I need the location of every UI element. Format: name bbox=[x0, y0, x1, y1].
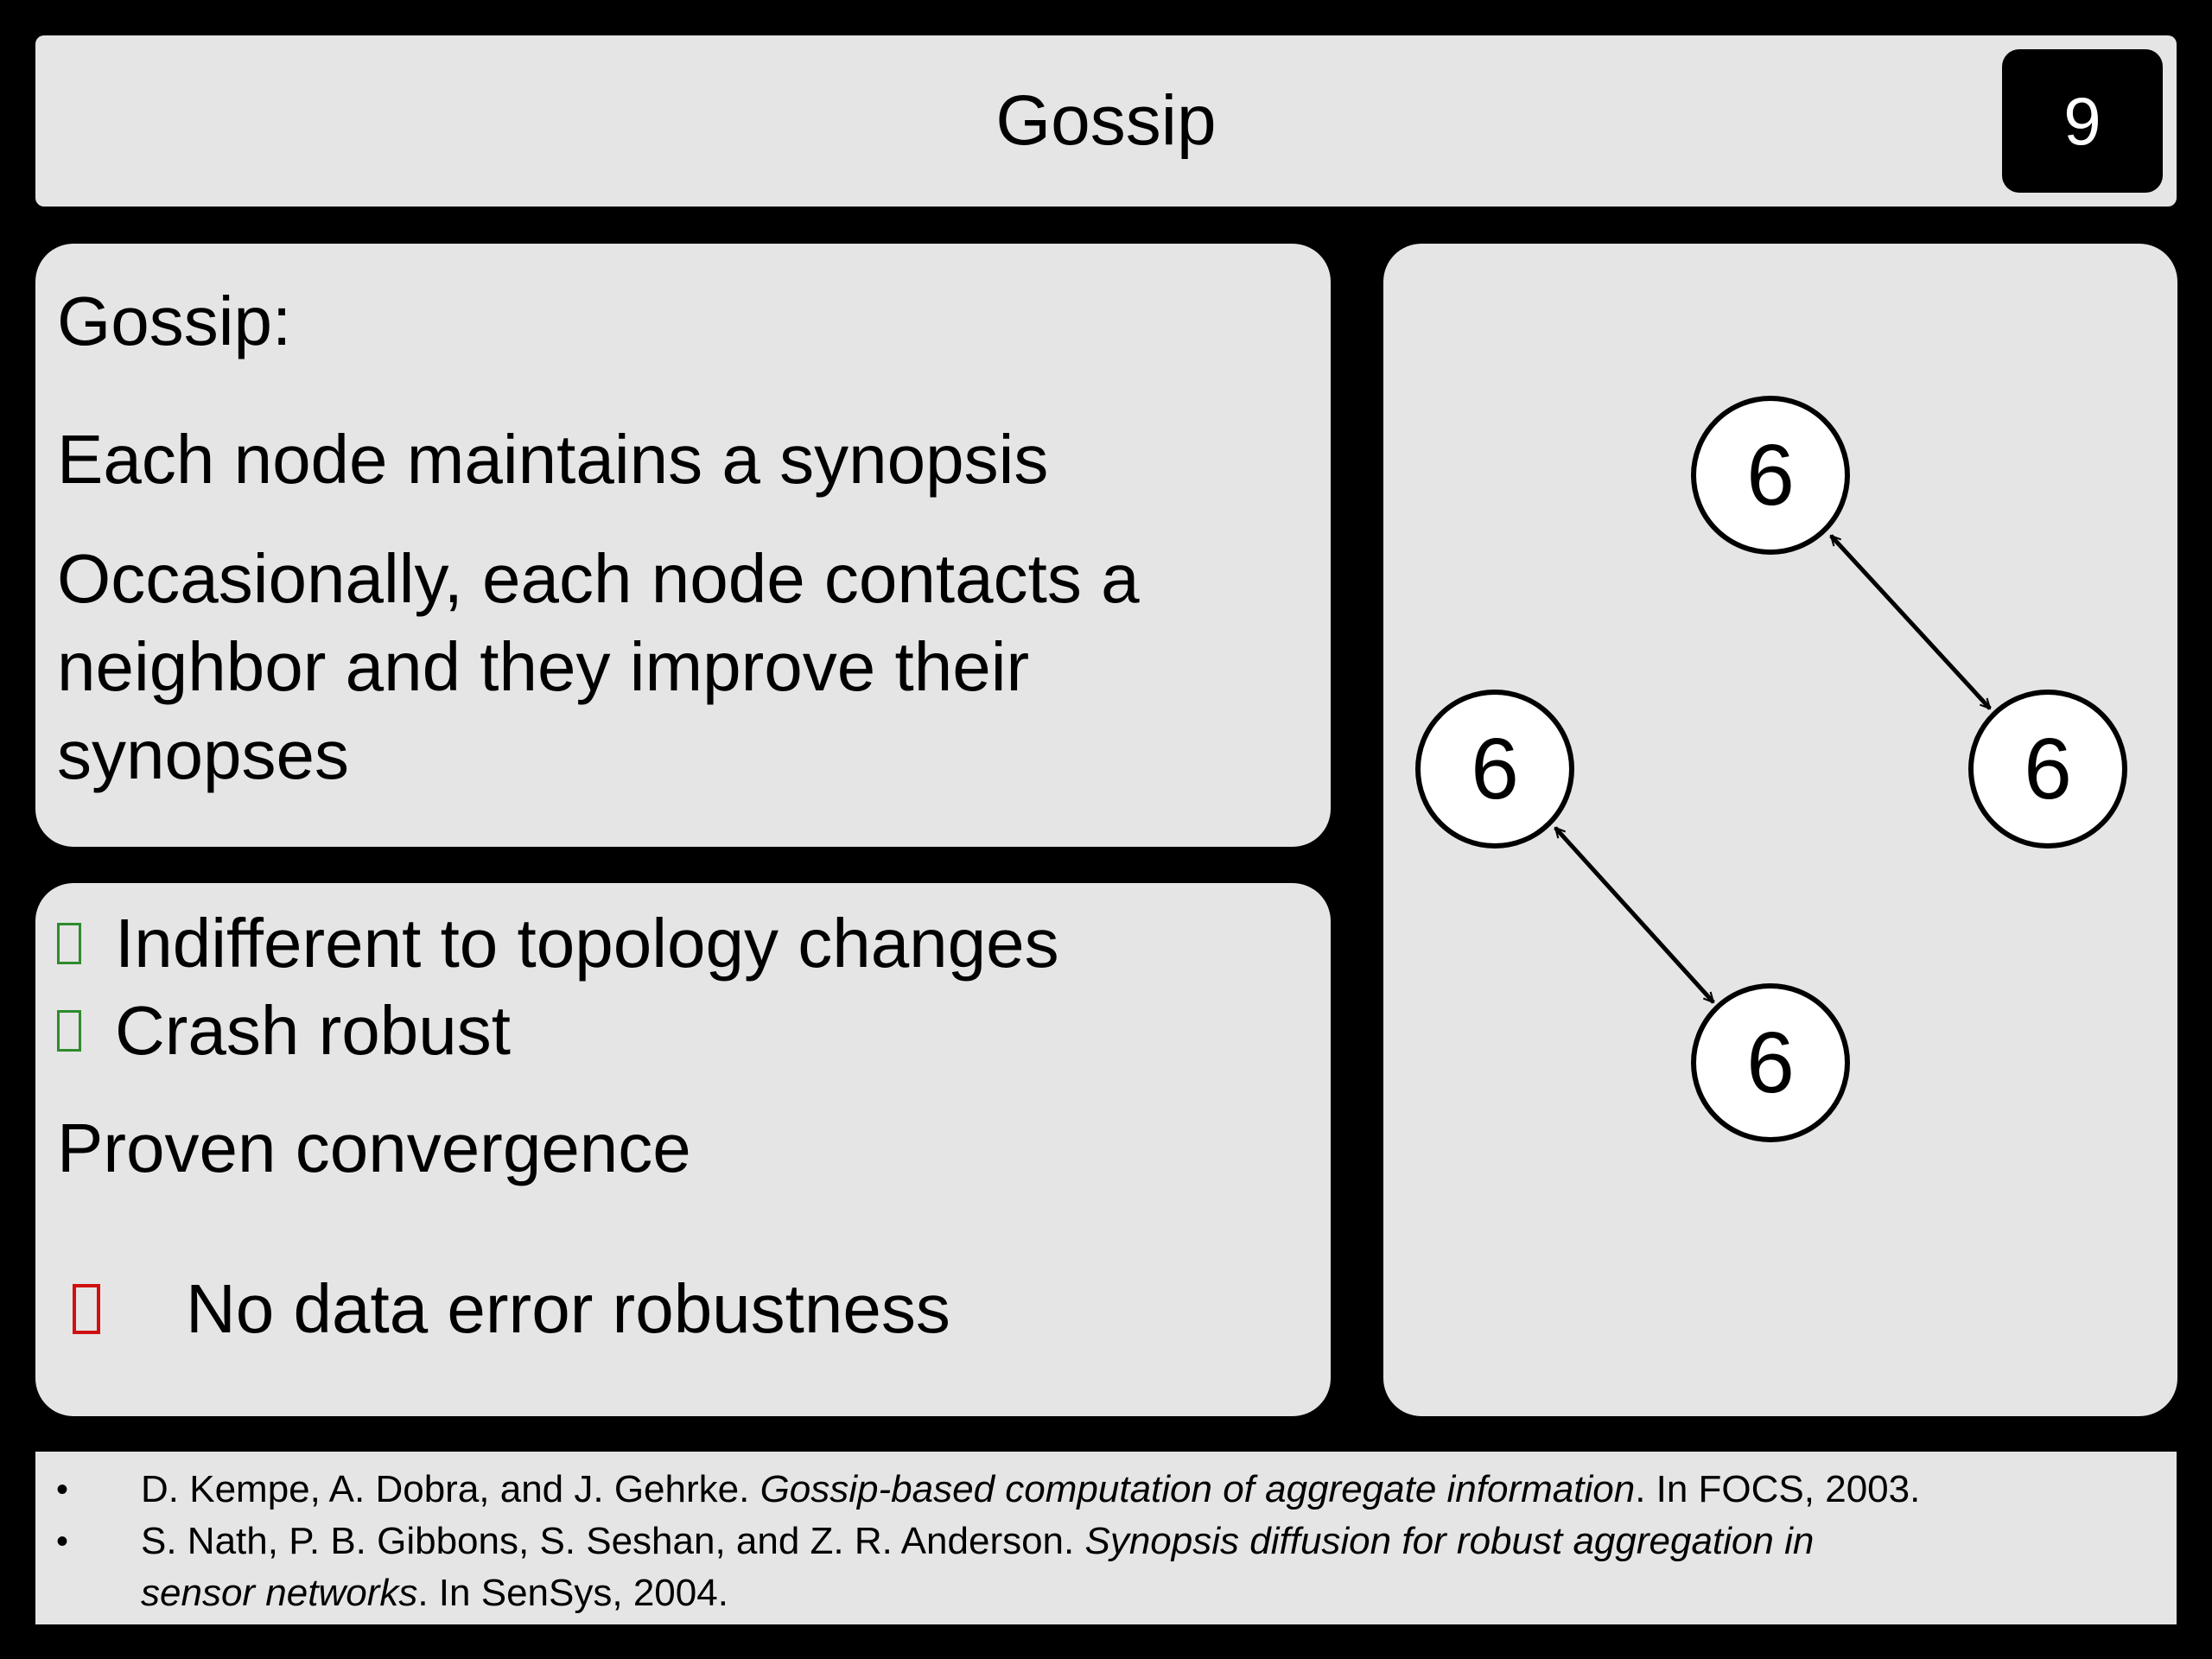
gossip-diagram: 6 6 6 6 bbox=[1415, 396, 2127, 1142]
reference-1-title: Gossip-based computation of aggregate in… bbox=[760, 1468, 1636, 1510]
reference-2-title-line-2: sensor networks bbox=[141, 1572, 418, 1614]
title-bar: Gossip bbox=[35, 35, 2177, 207]
node-left-label: 6 bbox=[1471, 721, 1519, 817]
reference-2-line-1: S. Nath, P. B. Gibbons, S. Seshan, and Z… bbox=[141, 1516, 1814, 1567]
pro-item-crash: Crash robust bbox=[115, 992, 511, 1069]
reference-bullet: • bbox=[56, 1522, 69, 1560]
checkbox-con-icon bbox=[73, 1284, 100, 1334]
reference-2-authors: S. Nath, P. B. Gibbons, S. Seshan, and Z… bbox=[141, 1520, 1085, 1562]
reference-2-venue: . In SenSys, 2004. bbox=[417, 1572, 728, 1614]
reference-1: D. Kempe, A. Dobra, and J. Gehrke. Gossi… bbox=[141, 1464, 1920, 1516]
node-top: 6 bbox=[1691, 396, 1850, 555]
checkbox-pro-icon bbox=[57, 1010, 81, 1052]
pro-item-topology: Indifferent to topology changes bbox=[115, 905, 1059, 982]
node-left: 6 bbox=[1415, 690, 1574, 849]
reference-1-venue: . In FOCS, 2003. bbox=[1635, 1468, 1921, 1510]
edge-left-bottom bbox=[1554, 828, 1715, 1002]
node-top-label: 6 bbox=[1746, 427, 1795, 524]
description-panel: Gossip: Each node maintains a synopsis O… bbox=[35, 244, 1331, 847]
reference-bullet: • bbox=[56, 1471, 69, 1509]
description-line-1: Each node maintains a synopsis bbox=[57, 421, 1049, 498]
con-item-data-error: No data error robustness bbox=[186, 1270, 950, 1347]
edge-top-right bbox=[1829, 536, 1992, 709]
diagram-panel: 6 6 6 6 bbox=[1383, 244, 2177, 1416]
description-line-2c: synopses bbox=[57, 716, 349, 793]
slide-number: 9 bbox=[2002, 49, 2163, 193]
checkbox-pro-icon bbox=[57, 923, 81, 964]
reference-2-line-2: sensor networks. In SenSys, 2004. bbox=[141, 1567, 728, 1619]
node-right-label: 6 bbox=[2024, 721, 2072, 817]
node-bottom-label: 6 bbox=[1746, 1014, 1795, 1111]
properties-panel: Indifferent to topology changes Crash ro… bbox=[35, 883, 1331, 1416]
references-panel: • D. Kempe, A. Dobra, and J. Gehrke. Gos… bbox=[35, 1452, 2177, 1624]
reference-1-authors: D. Kempe, A. Dobra, and J. Gehrke. bbox=[141, 1468, 760, 1510]
slide-title: Gossip bbox=[995, 81, 1217, 160]
description-heading: Gossip: bbox=[57, 283, 292, 359]
node-right: 6 bbox=[1968, 690, 2127, 849]
convergence-text: Proven convergence bbox=[57, 1109, 691, 1186]
description-line-2b: neighbor and they improve their bbox=[57, 628, 1030, 705]
description-line-2a: Occasionally, each node contacts a bbox=[57, 540, 1140, 617]
node-bottom: 6 bbox=[1691, 983, 1850, 1142]
reference-2-title-line-1: Synopsis diffusion for robust aggregatio… bbox=[1084, 1520, 1815, 1562]
